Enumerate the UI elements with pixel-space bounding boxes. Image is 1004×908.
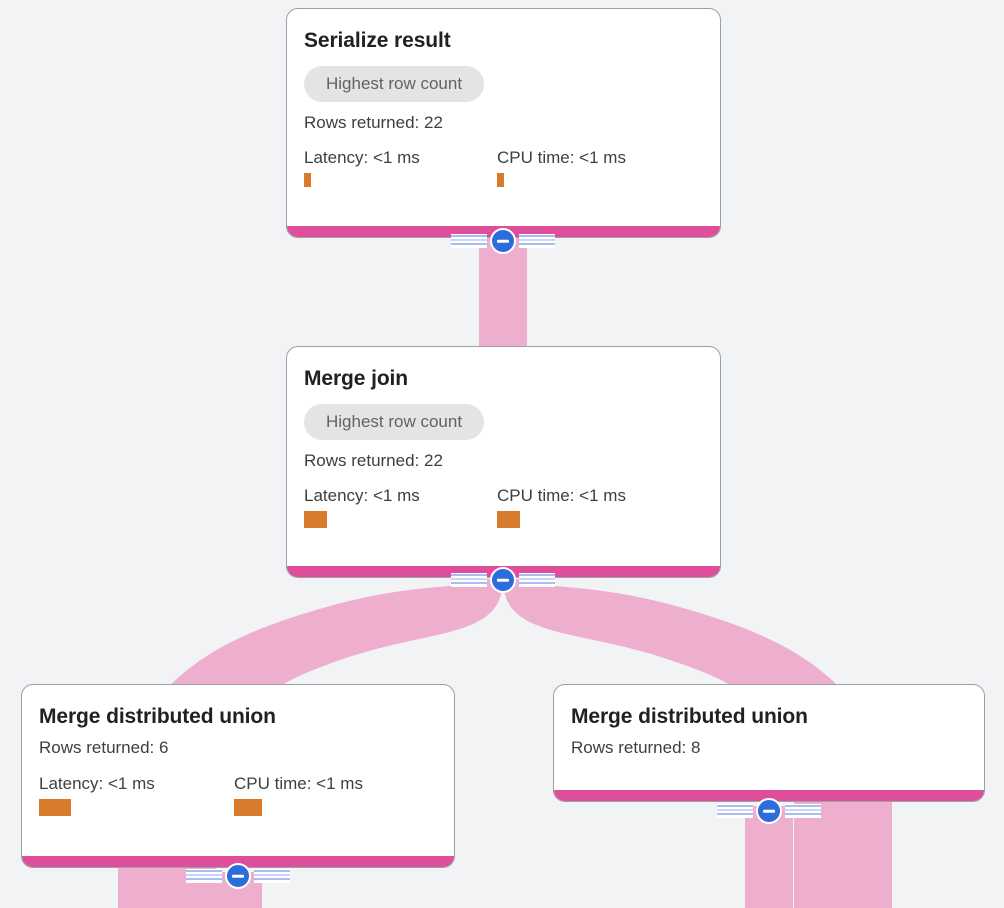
metrics-row: Latency: <1 ms CPU time: <1 ms [39,774,437,816]
metric-latency: Latency: <1 ms [304,486,497,529]
metric-cpu-time-label: CPU time: <1 ms [497,148,626,168]
node-merge-distributed-union-right[interactable]: Merge distributed union Rows returned: 8 [553,684,985,802]
edge-mergejoin-to-right-union [503,579,892,908]
edge-serialize-to-mergejoin [479,236,527,346]
handle-rail-left [451,234,487,248]
rows-returned-text: Rows returned: 22 [304,450,443,470]
handle-rail-left [451,573,487,587]
handle-rail-left [186,869,222,883]
metric-latency-label: Latency: <1 ms [304,148,420,168]
metrics-row: Latency: <1 ms CPU time: <1 ms [304,148,703,188]
collapse-handle-merge-distributed-union-left[interactable] [186,863,290,889]
metric-cpu-time-label: CPU time: <1 ms [497,486,626,506]
minus-circle-icon[interactable] [756,798,782,824]
handle-rail-left [717,804,753,818]
metric-latency: Latency: <1 ms [304,148,497,188]
node-merge-join[interactable]: Merge join Highest row count Rows return… [286,346,721,578]
highest-row-count-chip: Highest row count [304,404,485,440]
node-title: Serialize result [304,29,451,52]
node-footer-bar [22,856,454,867]
metric-cpu-time-bar [497,511,520,529]
rows-returned-text: Rows returned: 8 [571,738,701,758]
metrics-row: Latency: <1 ms CPU time: <1 ms [304,486,703,529]
minus-circle-icon[interactable] [225,863,251,889]
node-body: Merge join Highest row count Rows return… [287,347,720,529]
metric-latency-label: Latency: <1 ms [39,773,155,793]
metric-cpu-time: CPU time: <1 ms [497,486,626,529]
handle-rail-right [785,804,821,818]
metric-latency-bar [304,173,311,188]
node-title: Merge join [304,367,409,390]
metric-cpu-time: CPU time: <1 ms [497,148,626,188]
minus-circle-icon[interactable] [490,567,516,593]
collapse-handle-serialize-result[interactable] [451,228,555,254]
metric-latency: Latency: <1 ms [39,774,234,816]
highest-row-count-chip: Highest row count [304,66,485,102]
metric-cpu-time-bar [497,173,504,188]
handle-rail-right [254,869,290,883]
metric-cpu-time-bar [234,798,262,816]
node-body: Merge distributed union Rows returned: 8 [554,685,984,759]
node-footer-bar [554,790,984,801]
metric-latency-label: Latency: <1 ms [304,486,420,506]
node-body: Merge distributed union Rows returned: 6… [22,685,454,816]
node-serialize-result[interactable]: Serialize result Highest row count Rows … [286,8,721,238]
node-body: Serialize result Highest row count Rows … [287,9,720,188]
collapse-handle-merge-distributed-union-right[interactable] [717,798,821,824]
node-merge-distributed-union-left[interactable]: Merge distributed union Rows returned: 6… [21,684,455,868]
metric-latency-bar [39,798,71,816]
rows-returned-text: Rows returned: 22 [304,112,443,132]
metric-cpu-time: CPU time: <1 ms [234,774,363,816]
metric-cpu-time-label: CPU time: <1 ms [234,773,363,793]
rows-returned-text: Rows returned: 6 [39,738,169,758]
node-title: Merge distributed union [571,705,808,728]
handle-rail-right [519,234,555,248]
minus-circle-icon[interactable] [490,228,516,254]
collapse-handle-merge-join[interactable] [451,567,555,593]
node-title: Merge distributed union [39,705,276,728]
handle-rail-right [519,573,555,587]
metric-latency-bar [304,511,327,529]
